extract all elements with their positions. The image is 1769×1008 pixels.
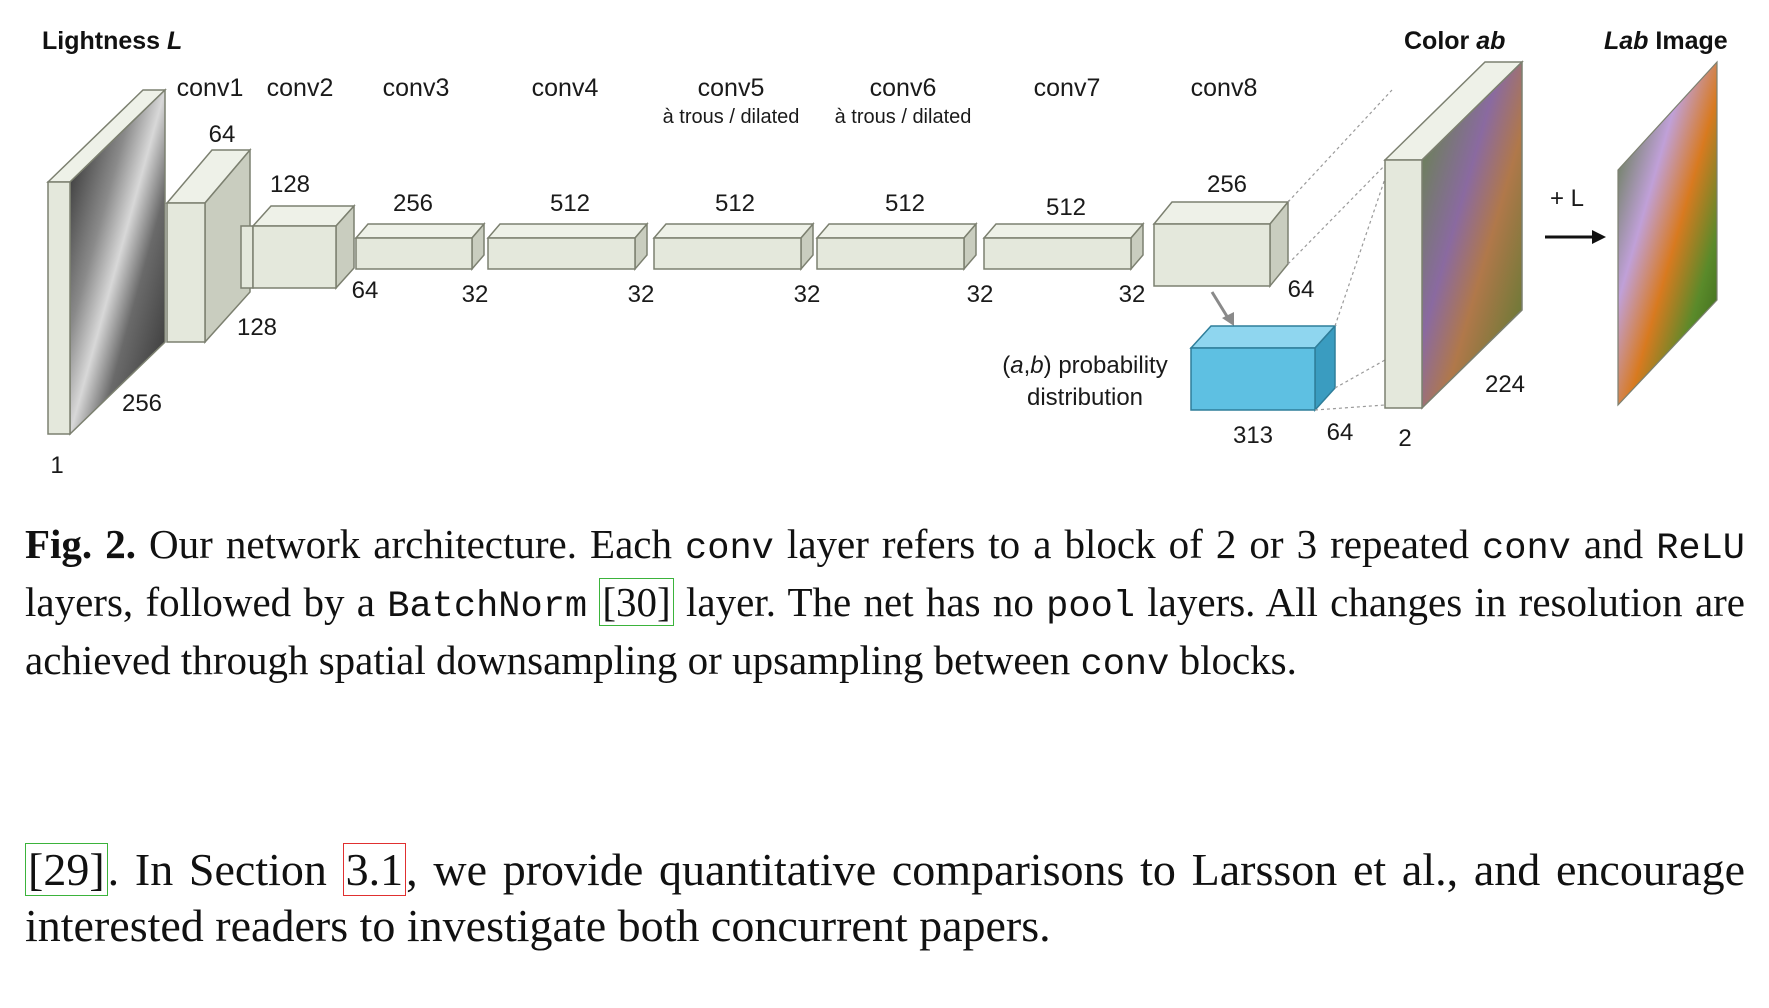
caption-text-5: [587, 579, 599, 625]
conv4-block: [486, 221, 649, 272]
caption-text-8: blocks.: [1169, 637, 1297, 683]
conv5-block: [652, 221, 815, 272]
dim-conv4-size: 32: [628, 281, 655, 308]
dim-conv2-channels: 128: [270, 171, 310, 198]
architecture-diagram: Lightness L Color ab Lab Image conv1 con…: [42, 27, 1728, 479]
caption-text-1: Our network architecture. Each: [136, 521, 686, 567]
dim-prob-channels: 313: [1233, 422, 1273, 449]
layer-name-conv5: conv5: [698, 74, 765, 102]
dim-conv2-size: 64: [352, 277, 379, 304]
dim-conv8-channels: 256: [1207, 171, 1247, 198]
caption-code-conv-3: conv: [1080, 644, 1170, 686]
caption-code-conv-2: conv: [1482, 528, 1571, 570]
dim-input-depth: 1: [50, 452, 63, 479]
prob-label-line2: distribution: [1027, 384, 1143, 411]
caption-text-7: layers. All changes in resolution are ac…: [25, 579, 1745, 683]
layer-name-conv8: conv8: [1191, 74, 1258, 102]
conv3-block: [354, 221, 486, 272]
network-architecture-figure: Lightness L Color ab Lab Image conv1 con…: [0, 0, 1769, 490]
figure-caption: Fig. 2. Our network architecture. Each c…: [25, 518, 1745, 692]
dim-ab-channels: 2: [1398, 425, 1411, 452]
figure-label: Fig. 2.: [25, 521, 136, 567]
dim-conv7-channels: 512: [1046, 194, 1086, 221]
dim-conv1-size: 128: [237, 314, 277, 341]
dim-prob-size: 64: [1327, 419, 1354, 446]
color-ab-output: [1383, 60, 1524, 410]
dim-conv6-channels: 512: [885, 190, 925, 217]
projection-lines: [1287, 89, 1393, 411]
conv8-block: [1152, 199, 1290, 289]
caption-code-batchnorm: BatchNorm: [387, 586, 588, 628]
dim-conv7-size: 32: [1119, 281, 1146, 308]
layer-name-conv2: conv2: [267, 74, 334, 102]
dim-conv5-channels: 512: [715, 190, 755, 217]
conv7-block: [982, 221, 1145, 272]
caption-text-4: layers, followed by a: [25, 579, 388, 625]
caption-text-2: layer refers to a block of 2 or 3 repeat…: [773, 521, 1483, 567]
dim-conv3-size: 32: [462, 281, 489, 308]
prob-label-line1: (a,b) probability: [1002, 352, 1167, 379]
layer-sub-conv6: à trous / dilated: [835, 106, 972, 128]
conv8-to-prob-arrow: [1210, 291, 1234, 326]
conv6-block: [815, 221, 978, 272]
lab-image-title: Lab Image: [1604, 27, 1728, 55]
dim-conv8-size: 64: [1288, 276, 1315, 303]
input-title: Lightness L: [42, 27, 182, 55]
citation-link-30[interactable]: [30]: [599, 578, 674, 626]
layer-sub-conv5: à trous / dilated: [663, 106, 800, 128]
caption-text-6: layer. The net has no: [673, 579, 1047, 625]
dim-conv3-channels: 256: [393, 190, 433, 217]
caption-code-relu: ReLU: [1656, 528, 1746, 570]
conv1-block: [165, 147, 252, 344]
caption-code-conv-1: conv: [685, 528, 774, 570]
layer-name-conv3: conv3: [383, 74, 450, 102]
layer-name-conv7: conv7: [1034, 74, 1101, 102]
caption-code-pool: pool: [1046, 586, 1135, 628]
paragraph-text-1: . In Section: [107, 844, 343, 895]
lab-output-image: [1617, 60, 1718, 407]
caption-text-3: and: [1570, 521, 1657, 567]
dim-conv4-channels: 512: [550, 190, 590, 217]
input-grayscale-image: [46, 88, 167, 436]
layer-name-conv4: conv4: [532, 74, 599, 102]
layer-name-conv6: conv6: [870, 74, 937, 102]
section-link-3-1[interactable]: 3.1: [342, 843, 407, 896]
plus-l-arrow: [1545, 230, 1606, 244]
dim-conv5-size: 32: [794, 281, 821, 308]
dim-input-size: 256: [122, 390, 162, 417]
paragraph-text-2: , we provide quantitative comparisons to…: [25, 844, 1745, 951]
plus-l-label: + L: [1550, 185, 1584, 212]
probability-distribution-block: [1189, 324, 1337, 412]
layer-name-conv1: conv1: [177, 74, 244, 102]
color-ab-title: Color ab: [1404, 27, 1505, 55]
dim-conv1-channels: 64: [209, 121, 236, 148]
body-paragraph: [29]. In Section 3.1, we provide quantit…: [25, 842, 1745, 954]
dim-ab-size: 224: [1485, 371, 1525, 398]
citation-link-29[interactable]: [29]: [25, 843, 108, 896]
conv2-block: [240, 204, 356, 290]
dim-conv6-size: 32: [967, 281, 994, 308]
